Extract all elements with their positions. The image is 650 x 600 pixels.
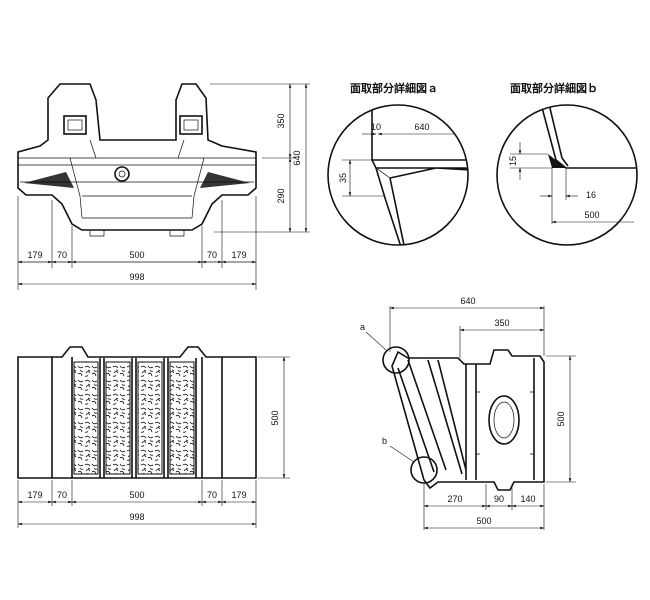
top-view-outline (17, 346, 257, 479)
side-view-oval-window-inner (493, 401, 515, 439)
side-view-label-500-vertical: 500 (556, 411, 566, 426)
side-view-label-640: 640 (460, 296, 475, 306)
side-view-label-350: 350 (494, 318, 509, 328)
front-view-side-wedge-left (24, 172, 74, 188)
top-view: 179 70 500 70 179 998 500 (17, 346, 290, 528)
top-view-panel-lines (51, 357, 223, 478)
front-view-label-290: 290 (276, 188, 286, 203)
front-view-detail-lines (18, 139, 256, 219)
front-view-outline (17, 83, 257, 231)
top-view-cell-1 (73, 361, 99, 475)
front-view-hole (114, 166, 130, 182)
front-view-label-179-right: 179 (231, 250, 246, 260)
side-view-label-140: 140 (520, 494, 535, 504)
side-view-oval-window (488, 395, 520, 445)
top-view-label-179-right: 179 (231, 490, 246, 500)
front-view-slot-left (63, 115, 87, 135)
top-view-cell-4 (169, 361, 195, 475)
front-view-label-70-left: 70 (57, 250, 67, 260)
detail-a-title: 面取部分詳細図ａ (350, 81, 438, 95)
side-view-label-90: 90 (494, 494, 504, 504)
detail-b-label-500: 500 (584, 210, 599, 220)
detail-a-chamfer-face (375, 167, 437, 179)
side-view-top-extension-lines (389, 306, 545, 358)
side-view-callout-circle-a (382, 346, 410, 374)
detail-b-circle (496, 104, 638, 246)
front-view-label-640: 640 (292, 150, 302, 165)
detail-a-profile (371, 105, 468, 245)
top-view-extension-lines (17, 356, 290, 528)
front-view: 179 70 500 70 179 998 350 290 640 (17, 83, 310, 290)
top-view-cell-2 (105, 361, 131, 475)
front-view-side-wedge-right (200, 172, 250, 188)
detail-a-label-640: 640 (414, 122, 429, 132)
side-view-callout-a: a (360, 322, 365, 332)
detail-a-label-35: 35 (338, 173, 348, 183)
side-view-callout-circle-b (410, 456, 438, 484)
side-view-callout-leader-a (365, 331, 387, 351)
top-view-label-500-vertical: 500 (270, 410, 280, 425)
detail-a-circle (327, 104, 469, 246)
side-view-label-270: 270 (447, 494, 462, 504)
front-view-slot-left-inner (67, 119, 83, 131)
front-view-label-179-left: 179 (27, 250, 42, 260)
front-view-hole-inner (118, 170, 126, 178)
front-view-bottom-tabs (89, 230, 185, 237)
detail-b-profile (539, 105, 637, 169)
side-view: a b 640 350 500 270 90 140 500 (360, 296, 576, 530)
front-view-label-350: 350 (276, 113, 286, 128)
top-view-cell-3 (137, 361, 163, 475)
top-view-label-179-left: 179 (27, 490, 42, 500)
top-view-divider-ribs (99, 358, 197, 478)
front-view-label-70-right: 70 (207, 250, 217, 260)
side-view-panel-lines (397, 358, 535, 480)
detail-b-label-15: 15 (508, 156, 518, 166)
detail-b: 面取部分詳細図ｂ 15 16 500 (496, 81, 638, 246)
front-view-label-500: 500 (129, 250, 144, 260)
top-view-label-70-right: 70 (207, 490, 217, 500)
side-view-label-500: 500 (476, 516, 491, 526)
detail-b-title: 面取部分詳細図ｂ (510, 81, 598, 95)
side-view-notches (476, 391, 534, 455)
side-view-callout-b: b (382, 436, 387, 446)
front-view-label-overall: 998 (129, 272, 144, 282)
front-view-slot-right (179, 115, 203, 135)
side-view-callout-leader-b (389, 445, 415, 463)
front-view-extension-lines (17, 83, 310, 290)
detail-a-label-10: 10 (371, 122, 381, 132)
side-view-outline (391, 349, 545, 491)
top-view-label-overall: 998 (129, 512, 144, 522)
top-view-label-70-left: 70 (57, 490, 67, 500)
detail-a: 面取部分詳細図ａ 10 640 35 (327, 81, 469, 246)
front-view-slot-right-inner (183, 119, 199, 131)
detail-b-chamfer (548, 154, 566, 168)
detail-b-label-16: 16 (586, 190, 596, 200)
top-view-label-500: 500 (129, 490, 144, 500)
